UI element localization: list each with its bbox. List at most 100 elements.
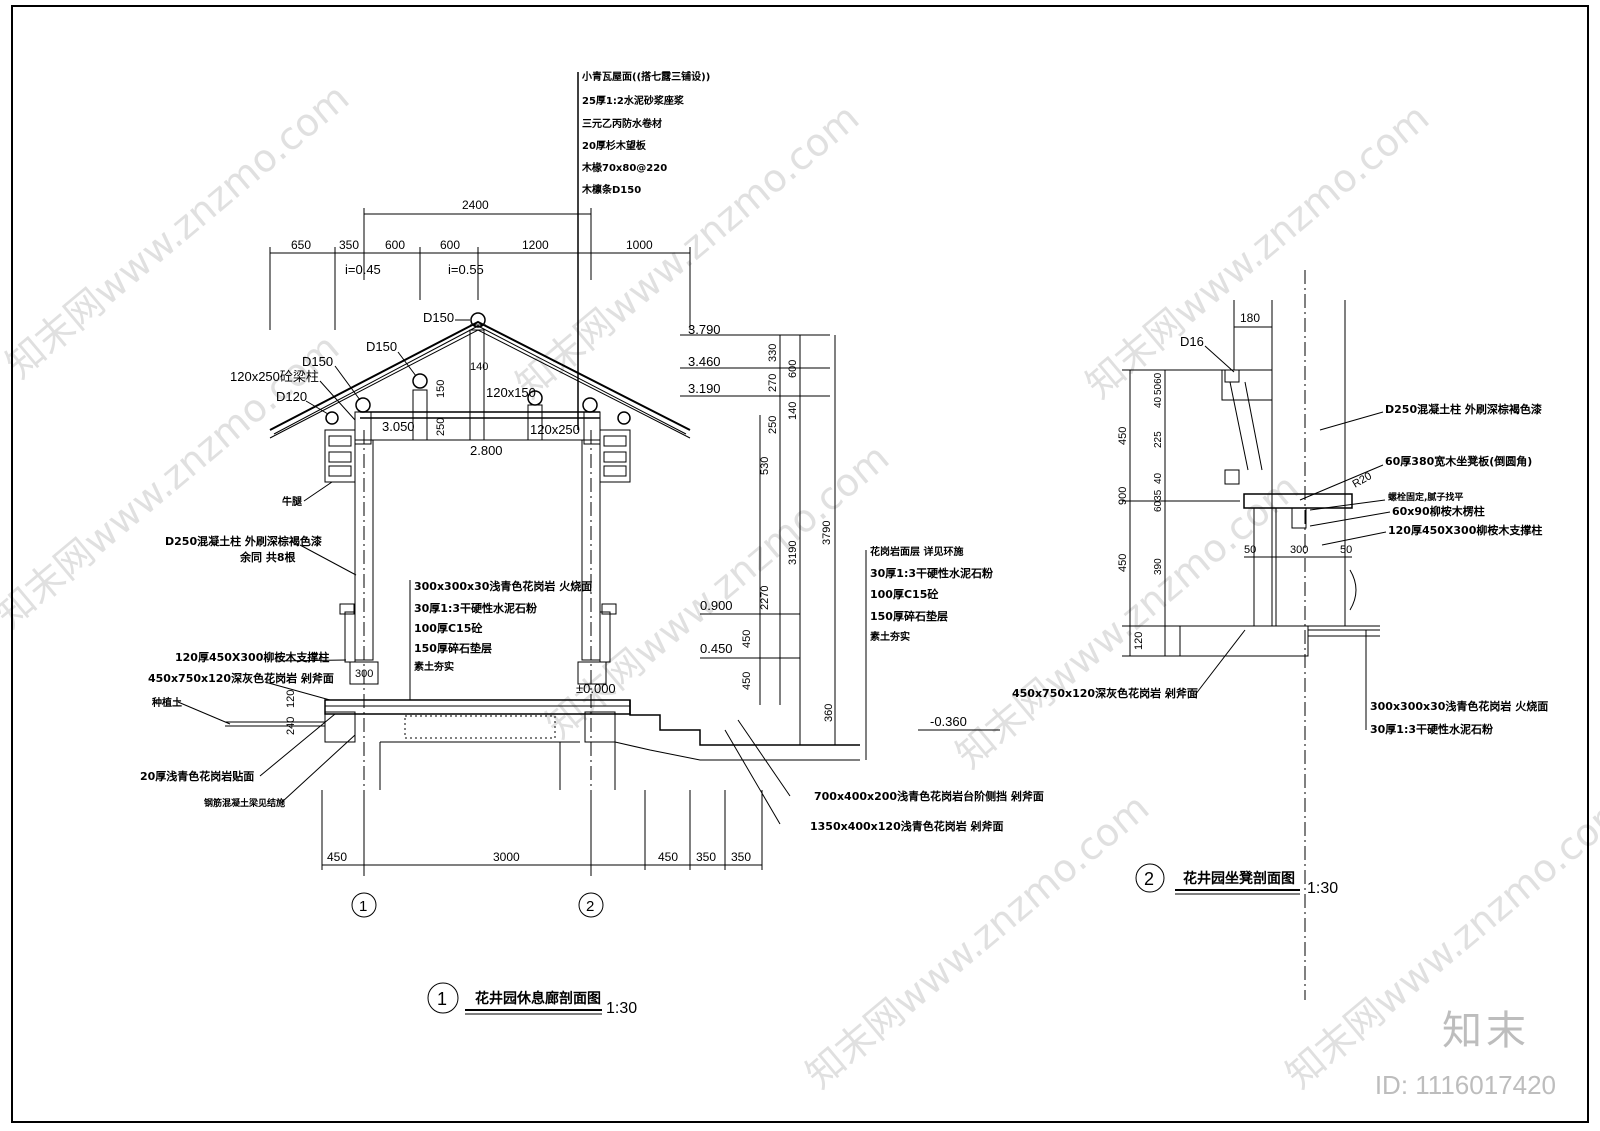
s2-vdim-900: 900 [1117,487,1129,505]
vdim-250: 250 [767,416,779,434]
drawing-frame [11,5,1589,1123]
roof-layer-3: 三元乙丙防水卷材 [582,117,662,130]
outside-layer-2: 30厚1:3干硬性水泥石粉 [870,566,993,580]
s2-seat: 60厚380宽木坐凳板(倒圆角) [1385,454,1532,468]
label-tie-beam: 120x150 [486,385,536,400]
roof-layer-5: 木椽70x80@220 [581,161,667,174]
label-bench-post: 120厚450X300柳桉木支撑柱 [175,650,329,664]
s2-base: 450x750x120深灰色花岗岩 剁斧面 [1012,686,1198,700]
step-label-1: 700x400x200浅青色花岗岩台阶侧挡 剁斧面 [814,789,1044,803]
label-column: D250混凝土柱 外刷深棕褐色漆 [165,534,322,548]
s2-bolt: 螺栓固定,腻子找平 [1388,491,1463,503]
label-d150-mid: D150 [366,339,397,354]
dim-top-600a: 600 [385,238,405,252]
label-beam-right: 120x250 [530,422,580,437]
label-d120v: 120 [285,690,297,708]
s2-vdim-120: 120 [1133,632,1145,650]
s2-vdim-225: 225 [1153,431,1164,448]
label-column-note: 余同 共8根 [239,550,296,564]
s2-post: 120厚450X300柳桉木支撑柱 [1388,523,1542,537]
floor-slab [324,699,631,790]
s2-pave1: 300x300x30浅青色花岗岩 火烧面 [1370,699,1548,713]
vdim-270: 270 [767,374,779,392]
outside-layer-4: 150厚碎石垫层 [870,609,948,623]
section2-title: 花井园坐凳剖面图 [1183,870,1295,887]
s2-vdim-40a: 40 [1153,396,1164,408]
bdim-450b: 450 [658,850,678,864]
label-h2800: 2.800 [470,443,503,458]
label-d150-top: D150 [423,310,454,325]
s2-joist: 60x90柳桉木楞柱 [1392,504,1485,518]
section2-scale: 1:30 [1307,880,1338,897]
roof [269,312,691,445]
roof-layer-6: 木檩条D150 [581,183,641,196]
label-planting: 种植土 [151,696,182,709]
elev-3460: 3.460 [688,354,721,369]
roof-layer-labels: 小青瓦屋面((搭七露三铺设)) 25厚1:2水泥砂浆座浆 三元乙丙防水卷材 20… [581,70,710,196]
s2-vdim-390: 390 [1153,558,1164,575]
label-beam-left: 120x250砼梁柱 [230,369,319,384]
dim-top-350: 350 [339,238,359,252]
id-label: ID: 1116017420 [1374,1070,1556,1100]
vdim-450b: 450 [741,672,753,690]
label-rc-beam: 钢筋混凝土梁见结施 [204,797,285,809]
axis-bubble-1: 1 [359,898,367,915]
bdim-450a: 450 [327,850,347,864]
section2-number: 2 [1144,869,1154,889]
s2-d16: D16 [1180,334,1204,349]
label-d120: D120 [276,389,307,404]
brand-logo: 知末 [1442,1008,1530,1054]
vdim-530: 530 [759,457,771,475]
vdim-2270: 2270 [759,586,771,610]
dim-top-600b: 600 [440,238,460,252]
bdim-350b: 350 [731,850,751,864]
bdim-3000: 3000 [493,850,520,864]
pave-layer-3: 100厚C15砼 [414,621,483,635]
dim-top-650: 650 [291,238,311,252]
slope-left: i=0.45 [345,262,381,277]
s2-vdim-450b: 450 [1117,554,1129,572]
outside-layer-3: 100厚C15砼 [870,587,939,601]
elev-3190: 3.190 [688,381,721,396]
s2-bdim-50b: 50 [1340,544,1352,556]
label-zero: ±0.000 [576,681,616,696]
bracket-right [599,429,631,483]
dim-top-1200: 1200 [522,238,549,252]
s2-bdim-50a: 50 [1244,544,1256,556]
watermark: 知末网www.znzmo.com [1278,785,1600,1097]
dim-top-1000: 1000 [626,238,653,252]
elev-minus0360: -0.360 [930,714,967,729]
vdim-3190: 3190 [787,541,799,565]
dim-overall-2400: 2400 [462,198,489,212]
s2-vdim-40b: 40 [1153,472,1164,484]
vdim-360: 360 [823,704,835,722]
label-d250v: 250 [435,418,447,436]
section1-title: 花井园休息廊剖面图 [475,990,601,1007]
watermark: 知末网www.znzmo.com [948,465,1308,777]
label-d300: 300 [355,668,373,680]
vdim-140: 140 [787,402,799,420]
label-bracket: 牛腿 [282,495,303,508]
pave-layer-2: 30厚1:3干硬性水泥石粉 [414,601,537,615]
outside-layer-5: 素土夯实 [870,630,910,643]
section-2: 180 D16 450 900 450 120 5060 40 225 40 6… [1012,270,1548,1000]
vdim-3790: 3790 [821,521,833,545]
bdim-350a: 350 [696,850,716,864]
steps [629,700,860,746]
elev-3790: 3.790 [688,322,721,337]
outside-layer-1: 花岗岩面层 详见环施 [870,545,963,558]
pave-layer-1: 300x300x30浅青色花岗岩 火烧面 [414,579,592,593]
roof-layer-1: 小青瓦屋面((搭七露三铺设)) [581,70,710,83]
label-d150v: 150 [435,380,447,398]
s2-column: D250混凝土柱 外刷深棕褐色漆 [1385,402,1542,416]
s2-vdim-5060: 5060 [1153,372,1164,395]
slope-right: i=0.55 [448,262,484,277]
label-d150-b: D150 [302,354,333,369]
label-d240: 240 [285,717,297,735]
pave-layer-4: 150厚碎石垫层 [414,641,492,655]
label-h3050: 3.050 [382,419,415,434]
roof-layer-4: 20厚杉木望板 [582,139,647,152]
pave-layer-5: 素土夯实 [414,660,454,673]
s2-vdim-6035: 6035 [1153,489,1164,512]
